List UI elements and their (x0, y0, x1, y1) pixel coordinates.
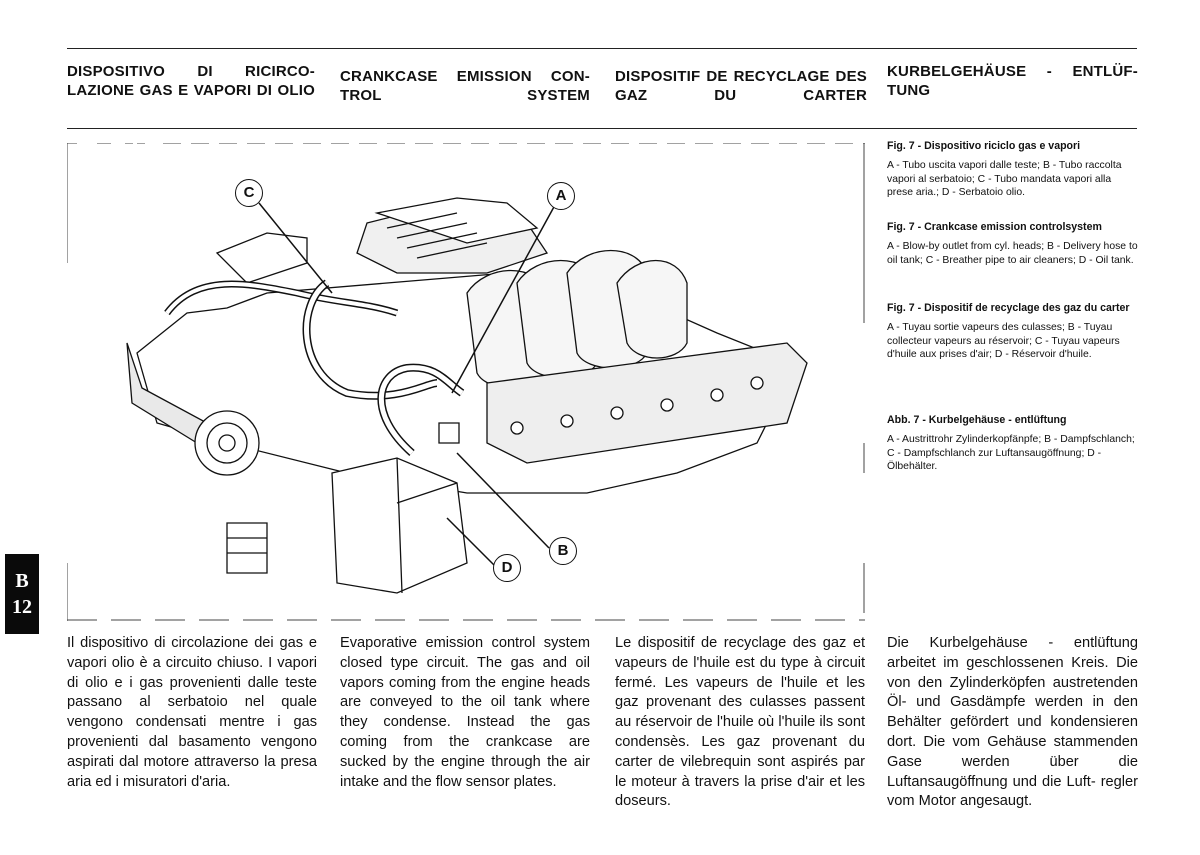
section-tab: B 12 (5, 554, 39, 634)
caption-title: Fig. 7 - Dispositif de recyclage des gaz… (887, 302, 1130, 314)
header-rule (67, 128, 1137, 129)
caption-german: Abb. 7 - Kurbelgehäuse - entlüftung A - … (887, 412, 1138, 474)
callout-a: A (547, 182, 575, 210)
top-rule (67, 48, 1137, 49)
callout-d: D (493, 554, 521, 582)
section-letter: B (15, 570, 29, 592)
body-french: Le dispositif de recyclage des gaz et va… (615, 635, 865, 810)
caption-text: A - Blow-by outlet from cyl. heads; B - … (887, 241, 1138, 266)
figure-engine-diagram: C A B D (66, 142, 865, 621)
body-english: Evaporative emission control system clos… (340, 635, 590, 790)
heading-german: KURBELGEHÄUSE - ENTLÜF-TUNG (887, 63, 1138, 99)
body-german: Die Kurbelgehäuse - entlüftung arbeitet … (887, 635, 1138, 810)
caption-title: Abb. 7 - Kurbelgehäuse - entlüftung (887, 414, 1067, 426)
page-number: 12 (12, 596, 32, 618)
engine-illustration (66, 142, 865, 621)
caption-italian: Fig. 7 - Dispositivo riciclo gas e vapor… (887, 138, 1138, 200)
heading-italian: DISPOSITIVO DI RICIRCO-LAZIONE GAS E VAP… (67, 63, 315, 99)
caption-french: Fig. 7 - Dispositif de recyclage des gaz… (887, 300, 1138, 362)
caption-english: Fig. 7 - Crankcase emission controlsyste… (887, 219, 1138, 267)
caption-text: A - Austrittrohr Zylinderkopfänpfe; B - … (887, 434, 1135, 473)
body-italian: Il dispositivo di circolazione dei gas e… (67, 635, 317, 790)
callout-b: B (549, 537, 577, 565)
caption-title: Fig. 7 - Dispositivo riciclo gas e vapor… (887, 140, 1081, 152)
heading-english: CRANKCASE EMISSION CON-TROL SYSTEM (340, 68, 590, 104)
caption-title: Fig. 7 - Crankcase emission controlsyste… (887, 221, 1102, 233)
callout-c: C (235, 179, 263, 207)
heading-french: DISPOSITIF DE RECYCLAGE DES GAZ DU CARTE… (615, 68, 867, 104)
caption-text: A - Tubo uscita vapori dalle teste; B - … (887, 160, 1122, 199)
caption-text: A - Tuyau sortie vapeurs des culasses; B… (887, 322, 1120, 361)
